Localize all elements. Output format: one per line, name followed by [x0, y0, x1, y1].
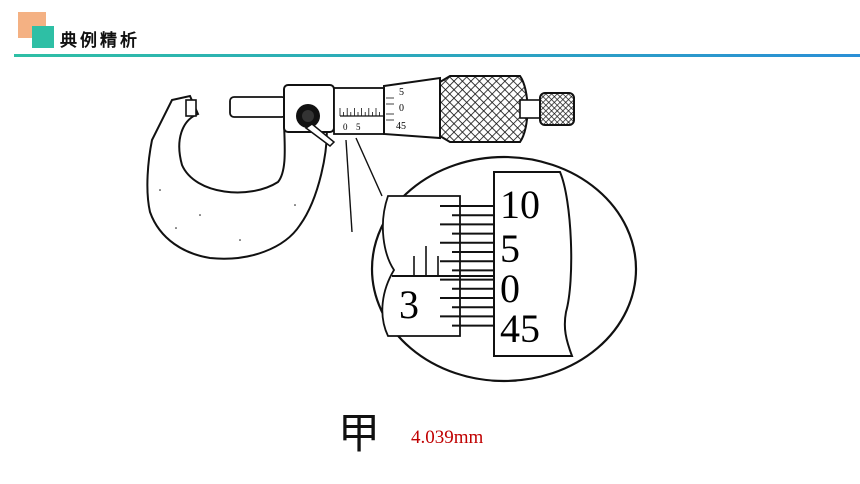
thimble-small-num-45: 45 [396, 121, 406, 132]
sleeve-small-mark-5: 5 [356, 122, 361, 132]
sleeve: 0 5 [333, 87, 387, 135]
lock-lever [304, 123, 336, 147]
thimble-knurl [439, 75, 529, 143]
magnified-view: 3 10 5 0 45 [370, 155, 638, 383]
thimble-num-0: 0 [500, 266, 520, 311]
sleeve-small-mark-0: 0 [343, 122, 348, 132]
ratchet-stem [519, 99, 543, 119]
thimble-small-num-5: 5 [399, 87, 404, 98]
header-divider [14, 54, 860, 57]
figure-caption: 甲 [338, 409, 381, 458]
thimble-num-10: 10 [500, 182, 540, 227]
micrometer-frame [146, 94, 328, 260]
ratchet [539, 92, 575, 126]
thimble-num-45: 45 [500, 306, 540, 351]
slide-header: 典例精析 [0, 0, 860, 60]
thimble-small-num-0: 0 [399, 103, 404, 114]
micrometer-figure: 0 5 5 0 45 3 10 5 0 45 [146, 75, 638, 383]
callout-line-left [345, 139, 353, 233]
sleeve-digit: 3 [399, 282, 419, 327]
thimble: 5 0 45 [383, 76, 441, 140]
anvil [185, 99, 197, 117]
spindle [229, 96, 287, 118]
slide-title: 典例精析 [60, 31, 140, 51]
callout-line-right [355, 137, 383, 197]
thimble-num-5: 5 [500, 226, 520, 271]
answer-reading: 4.039mm [411, 427, 484, 448]
decor-square-teal [32, 26, 54, 48]
